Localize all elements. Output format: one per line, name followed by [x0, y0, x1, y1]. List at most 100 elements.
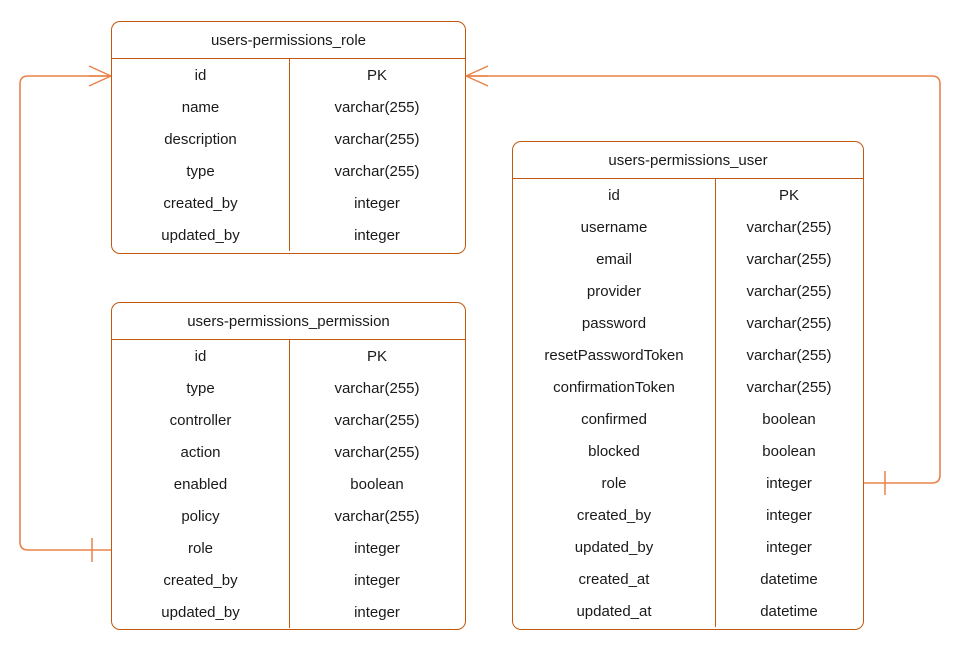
attribute-row[interactable]: description varchar(255) [112, 123, 465, 155]
attribute-row[interactable]: confirmed boolean [513, 403, 863, 435]
attribute-type: varchar(255) [334, 443, 420, 461]
attribute-row[interactable]: updated_by integer [513, 531, 863, 563]
attribute-row[interactable]: type varchar(255) [112, 372, 465, 404]
attribute-name: created_by [576, 506, 652, 524]
attribute-row[interactable]: blocked boolean [513, 435, 863, 467]
attribute-type: integer [354, 194, 400, 212]
attribute-name: created_at [578, 570, 650, 588]
attribute-name: role [601, 474, 627, 492]
attribute-row[interactable]: role integer [112, 532, 465, 564]
attribute-row[interactable]: updated_at datetime [513, 595, 863, 627]
attribute-row[interactable]: updated_by integer [112, 596, 465, 628]
attribute-type: boolean [762, 410, 816, 428]
attribute-row[interactable]: created_at datetime [513, 563, 863, 595]
attribute-name: provider [586, 282, 642, 300]
attribute-type: integer [766, 506, 812, 524]
attribute-row[interactable]: name varchar(255) [112, 91, 465, 123]
attribute-type: varchar(255) [334, 98, 420, 116]
crows-foot-icon [465, 65, 489, 87]
attribute-name: updated_by [161, 226, 240, 244]
attribute-row[interactable]: action varchar(255) [112, 436, 465, 468]
attribute-name: created_by [163, 194, 238, 212]
attribute-type: varchar(255) [334, 411, 420, 429]
attribute-row[interactable]: policy varchar(255) [112, 500, 465, 532]
column-divider [715, 179, 716, 627]
entity-title: users-permissions_permission [112, 303, 465, 340]
attribute-type: varchar(255) [746, 346, 832, 364]
attribute-row[interactable]: controller varchar(255) [112, 404, 465, 436]
attribute-type: PK [366, 347, 387, 365]
attribute-row[interactable]: id PK [513, 179, 863, 211]
attribute-row[interactable]: created_by integer [112, 187, 465, 219]
attribute-row[interactable]: type varchar(255) [112, 155, 465, 187]
attribute-name: controller [169, 411, 232, 429]
attribute-name: email [596, 250, 632, 268]
attribute-type: varchar(255) [334, 379, 420, 397]
attribute-name: confirmed [581, 410, 647, 428]
attribute-type: varchar(255) [334, 507, 420, 525]
attribute-type: varchar(255) [334, 162, 420, 180]
attribute-row[interactable]: enabled boolean [112, 468, 465, 500]
attribute-row[interactable]: username varchar(255) [513, 211, 863, 243]
attribute-name: updated_by [574, 538, 654, 556]
attribute-row[interactable]: created_by integer [513, 499, 863, 531]
attribute-type: boolean [762, 442, 816, 460]
entity-title: users-permissions_role [112, 22, 465, 59]
attribute-type: PK [366, 66, 387, 84]
attribute-type: varchar(255) [746, 250, 832, 268]
attribute-name: type [186, 379, 215, 397]
attribute-row[interactable]: role integer [513, 467, 863, 499]
attribute-name: role [187, 539, 213, 557]
attribute-name: id [194, 347, 207, 365]
attribute-type: integer [354, 603, 400, 621]
attribute-row[interactable]: resetPasswordToken varchar(255) [513, 339, 863, 371]
attribute-type: integer [354, 539, 400, 557]
attribute-type: integer [354, 571, 400, 589]
attribute-name: confirmationToken [553, 378, 675, 396]
attribute-name: resetPasswordToken [544, 346, 684, 364]
relationship-line[interactable] [19, 65, 112, 562]
crows-foot-icon [88, 65, 112, 87]
attribute-name: updated_by [161, 603, 240, 621]
attribute-type: datetime [760, 570, 818, 588]
attribute-name: id [608, 186, 620, 204]
attribute-type: varchar(255) [746, 378, 832, 396]
attribute-type: varchar(255) [746, 218, 832, 236]
attribute-row[interactable]: confirmationToken varchar(255) [513, 371, 863, 403]
attribute-name: action [180, 443, 221, 461]
attribute-type: PK [778, 186, 799, 204]
attribute-list: id PK username varchar(255) email varchar(255… [513, 179, 863, 627]
attribute-type: boolean [350, 475, 404, 493]
attribute-row[interactable]: id PK [112, 59, 465, 91]
attribute-name: name [181, 98, 220, 116]
attribute-row[interactable]: id PK [112, 340, 465, 372]
attribute-type: varchar(255) [334, 130, 420, 148]
attribute-type: integer [766, 474, 812, 492]
attribute-row[interactable]: password varchar(255) [513, 307, 863, 339]
column-divider [289, 340, 290, 628]
attribute-type: integer [766, 538, 812, 556]
attribute-name: username [580, 218, 648, 236]
attribute-list: id PK name varchar(255) description varchar(2… [112, 59, 465, 251]
attribute-name: password [581, 314, 647, 332]
connector-path [19, 75, 111, 551]
attribute-name: policy [181, 507, 220, 525]
attribute-name: id [194, 66, 207, 84]
attribute-type: datetime [760, 602, 818, 620]
attribute-name: enabled [173, 475, 228, 493]
attribute-name: description [164, 130, 237, 148]
attribute-name: blocked [588, 442, 640, 460]
attribute-type: varchar(255) [746, 314, 832, 332]
attribute-list: id PK type varchar(255) controller varchar(25… [112, 340, 465, 628]
attribute-name: type [186, 162, 215, 180]
column-divider [289, 59, 290, 251]
attribute-name: updated_at [576, 602, 652, 620]
attribute-row[interactable]: email varchar(255) [513, 243, 863, 275]
